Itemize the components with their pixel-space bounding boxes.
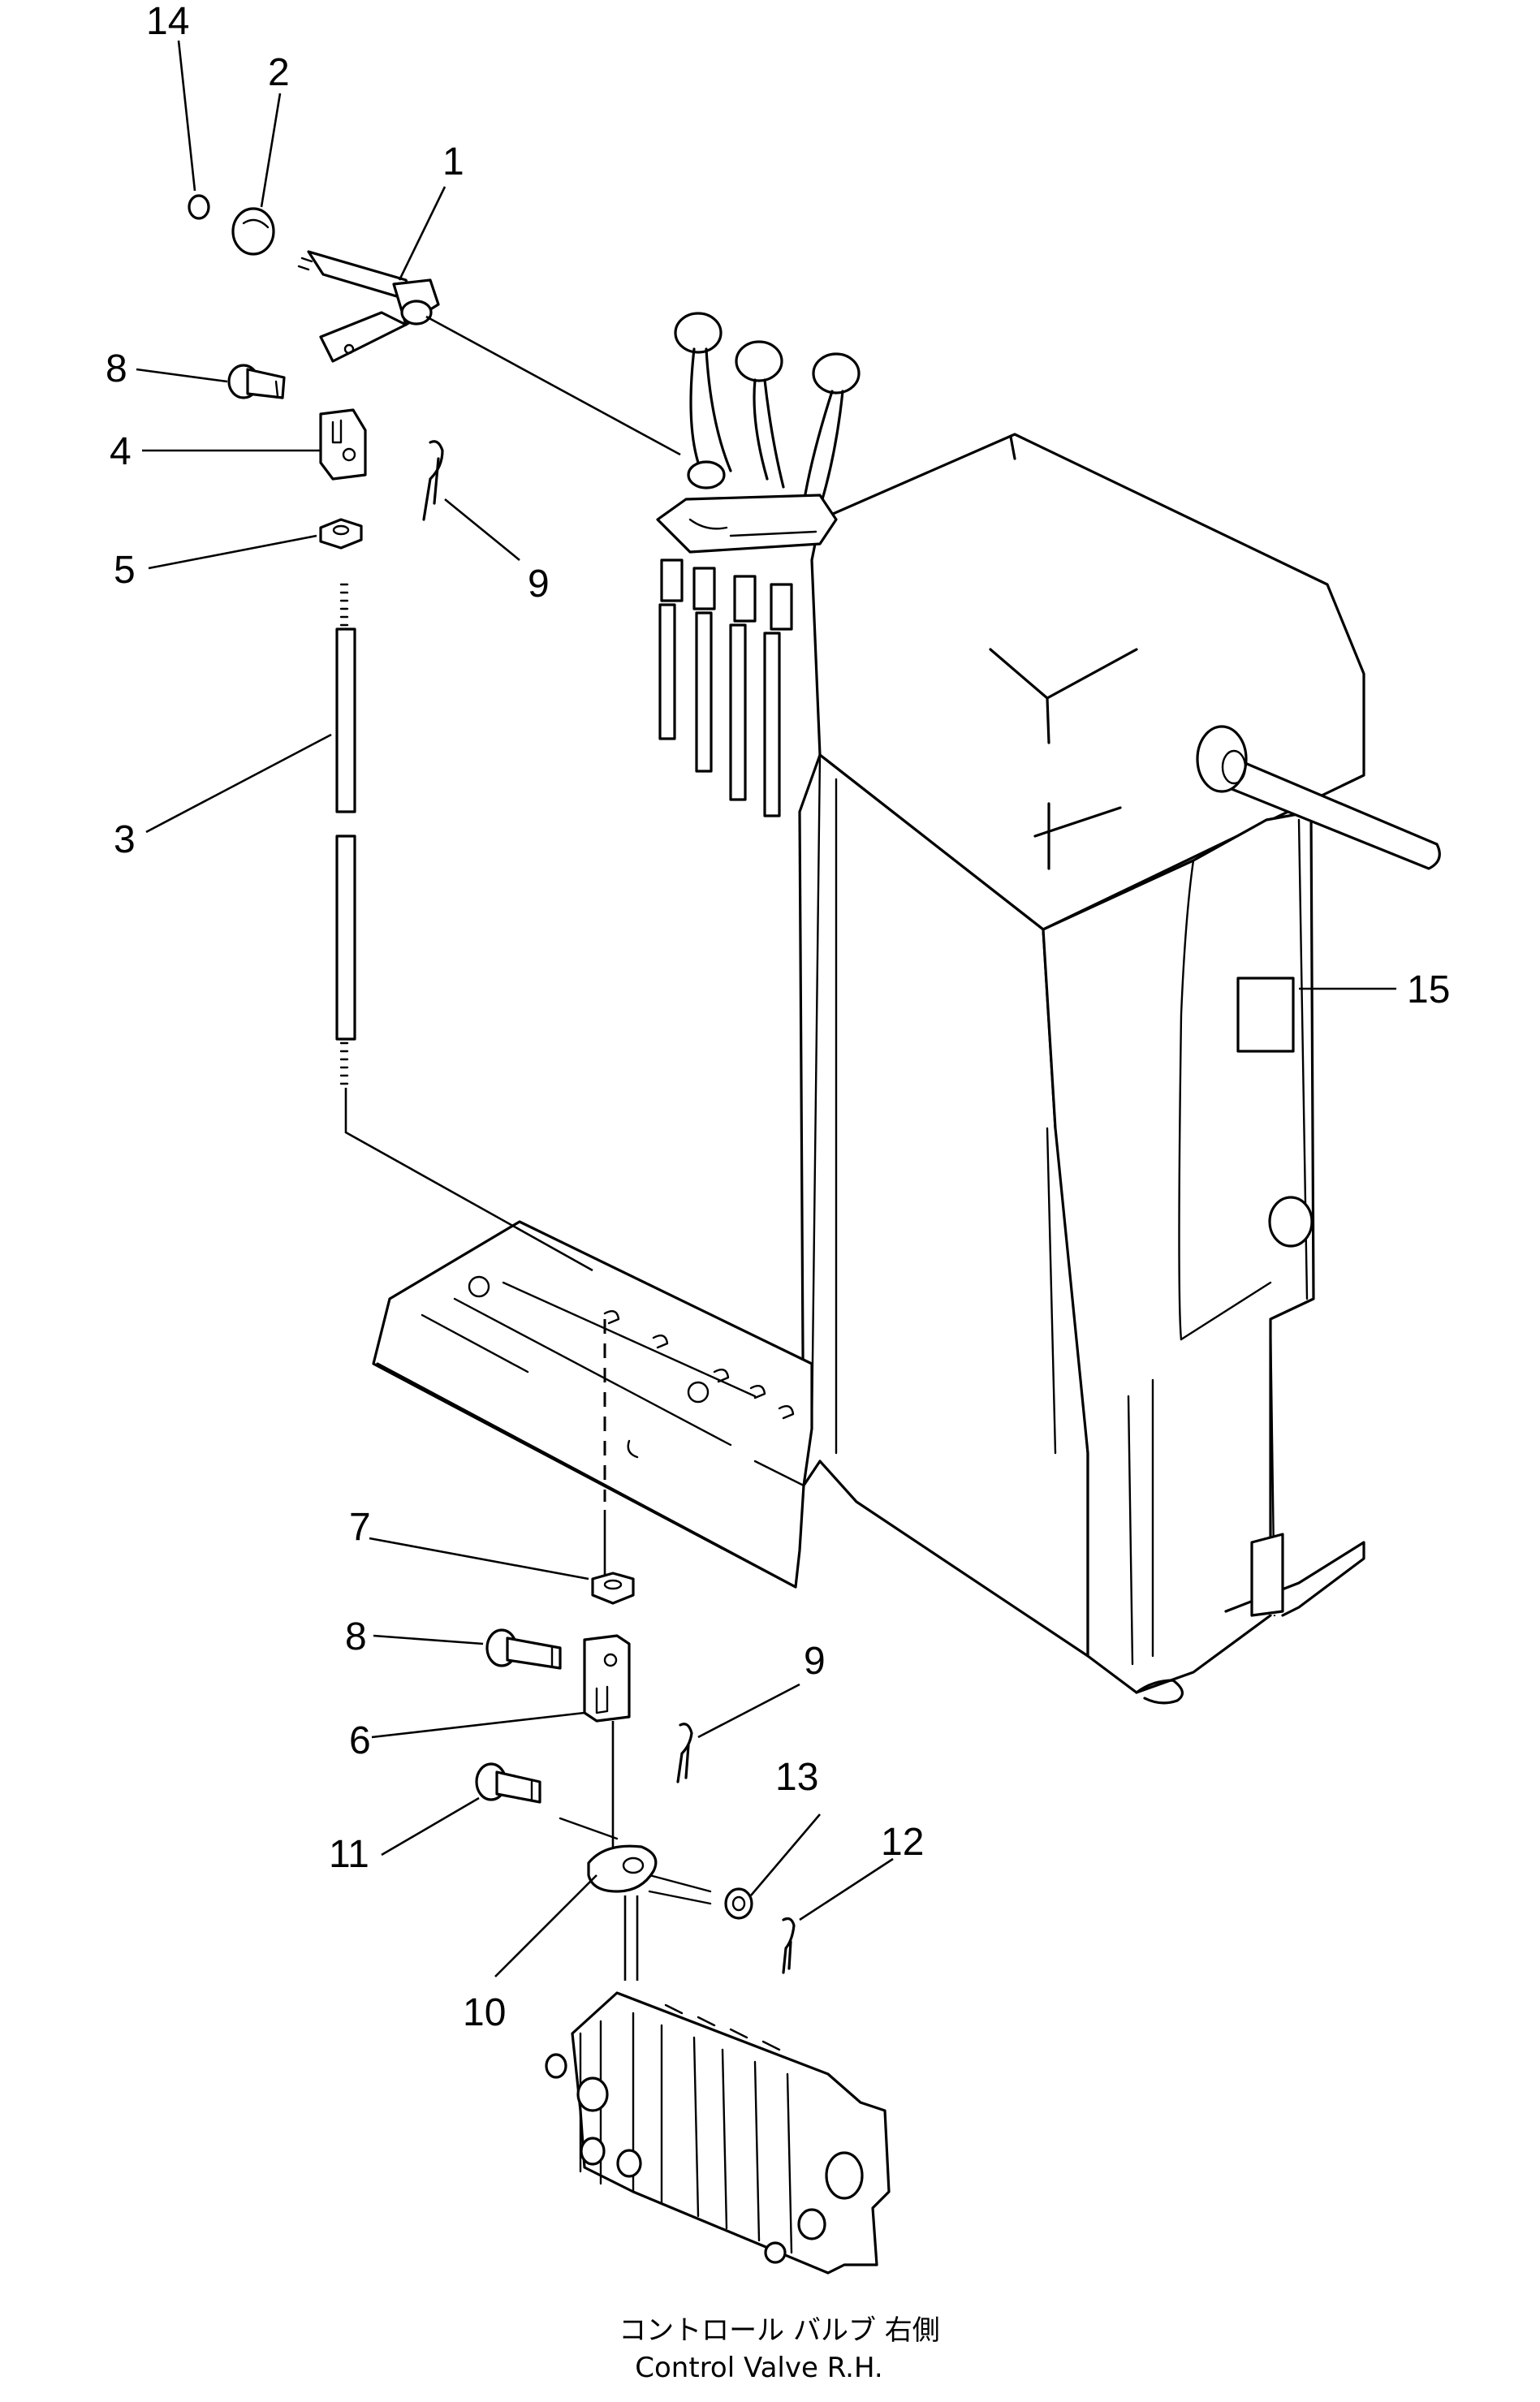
snap-pin-part-12 [782, 1917, 796, 1974]
callout-9-lower: 9 [804, 1640, 826, 1683]
callout-6: 6 [349, 1719, 371, 1762]
snap-pin-part-9-lower [676, 1723, 693, 1783]
side-bolt-head [1268, 1196, 1314, 1248]
pin-part-8-lower [485, 1628, 562, 1670]
callout-7: 7 [349, 1506, 371, 1549]
callout-11: 11 [329, 1833, 369, 1876]
lever-cluster [656, 312, 861, 817]
clevis-part-6-lower [583, 1634, 631, 1847]
lever-arm-part-1 [297, 250, 681, 456]
callout-labels: 14 2 1 8 4 5 9 3 15 7 8 9 6 13 11 12 10 [106, 0, 1450, 2034]
washer-part-13 [724, 1887, 753, 1920]
control-valve-body [545, 1991, 891, 2275]
callout-4: 4 [110, 430, 132, 473]
bellcrank-part-10 [559, 1817, 712, 1981]
callout-2: 2 [268, 51, 290, 94]
clevis-part-4-upper [319, 408, 367, 481]
callout-9-upper: 9 [528, 563, 550, 606]
callout-3: 3 [114, 818, 136, 861]
nut-part-7 [591, 1572, 635, 1605]
callout-13: 13 [775, 1756, 818, 1799]
leader-lines [136, 40, 1396, 1977]
callout-5: 5 [114, 549, 136, 592]
callout-14: 14 [146, 0, 189, 43]
control-stand-housing [798, 433, 1441, 1705]
callout-8-lower: 8 [345, 1615, 367, 1658]
rod-part-3 [335, 583, 593, 1272]
washer-part-14 [188, 194, 210, 220]
callout-15: 15 [1407, 968, 1450, 1011]
decal-plate [1236, 977, 1295, 1053]
caption-english: Control Valve R.H. [635, 2352, 882, 2384]
pin-part-11 [475, 1762, 541, 1804]
callout-1: 1 [442, 140, 464, 183]
callout-12: 12 [881, 1821, 924, 1864]
nut-part-5 [319, 518, 363, 550]
base-plate [372, 1220, 813, 1589]
callout-10: 10 [463, 1991, 506, 2034]
caption: コントロール バルブ 右側 Control Valve R.H. [619, 2314, 940, 2384]
caption-japanese: コントロール バルブ 右側 [619, 2314, 940, 2347]
snap-pin-part-9-upper [422, 440, 444, 521]
cap-part-2 [231, 207, 275, 256]
pin-part-8-upper [227, 364, 286, 399]
callout-8-upper: 8 [106, 347, 127, 390]
